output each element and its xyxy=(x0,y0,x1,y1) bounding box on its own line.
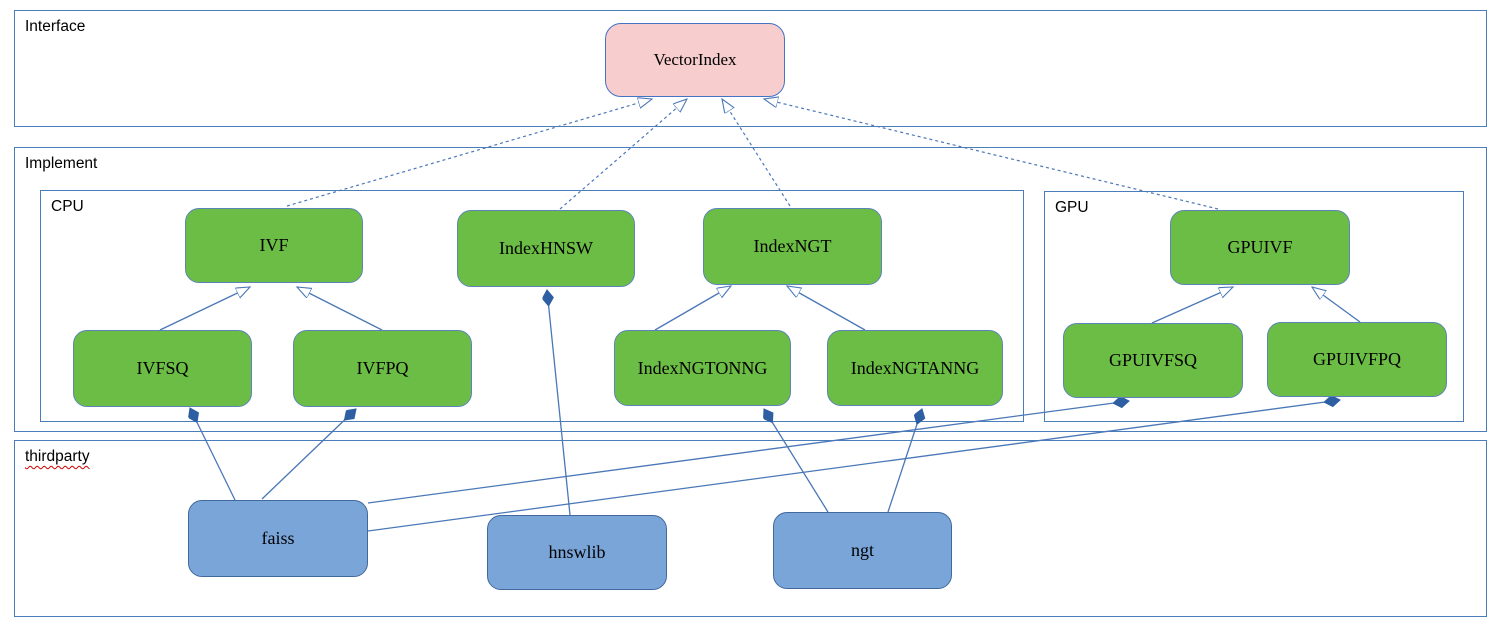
node-gpuivfsq-label: GPUIVFSQ xyxy=(1108,350,1198,370)
node-indexngtonng-label: IndexNGTONNG xyxy=(637,357,768,378)
section-gpu-label: GPU xyxy=(1055,199,1089,216)
node-indexhnsw[interactable]: IndexHNSW xyxy=(457,210,635,287)
section-thirdparty-label: thirdparty xyxy=(25,448,90,465)
section-cpu-label: CPU xyxy=(51,198,84,215)
node-hnswlib-label: hnswlib xyxy=(548,542,606,562)
node-hnswlib[interactable]: hnswlib xyxy=(487,515,667,590)
node-indexngt[interactable]: IndexNGT xyxy=(703,208,882,285)
node-vectorindex[interactable]: VectorIndex xyxy=(605,23,785,97)
node-indexngtanng-label: IndexNGTANNG xyxy=(850,357,980,378)
node-ivfpq-label: IVFPQ xyxy=(356,358,409,378)
node-ivfsq[interactable]: IVFSQ xyxy=(73,330,252,407)
node-gpuivfpq-label: GPUIVFPQ xyxy=(1312,349,1402,369)
node-indexngtanng[interactable]: IndexNGTANNG xyxy=(827,330,1003,406)
node-ivfpq[interactable]: IVFPQ xyxy=(293,330,472,407)
node-faiss-label: faiss xyxy=(261,528,295,548)
section-implement-label: Implement xyxy=(25,155,98,172)
node-gpuivf-label: GPUIVF xyxy=(1227,237,1293,257)
node-vectorindex-label: VectorIndex xyxy=(653,50,737,69)
node-gpuivfsq[interactable]: GPUIVFSQ xyxy=(1063,323,1243,398)
node-ivfsq-label: IVFSQ xyxy=(136,358,189,378)
node-ngt[interactable]: ngt xyxy=(773,512,952,589)
node-gpuivfpq[interactable]: GPUIVFPQ xyxy=(1267,322,1447,397)
node-ivf-label: IVF xyxy=(259,235,289,255)
node-faiss[interactable]: faiss xyxy=(188,500,368,577)
section-interface-label: Interface xyxy=(25,18,86,35)
node-indexngtonng[interactable]: IndexNGTONNG xyxy=(614,330,791,406)
node-ngt-label: ngt xyxy=(850,540,874,560)
node-indexhnsw-label: IndexHNSW xyxy=(499,238,593,258)
node-ivf[interactable]: IVF xyxy=(185,208,363,283)
node-gpuivf[interactable]: GPUIVF xyxy=(1170,210,1350,285)
node-indexngt-label: IndexNGT xyxy=(753,236,832,256)
